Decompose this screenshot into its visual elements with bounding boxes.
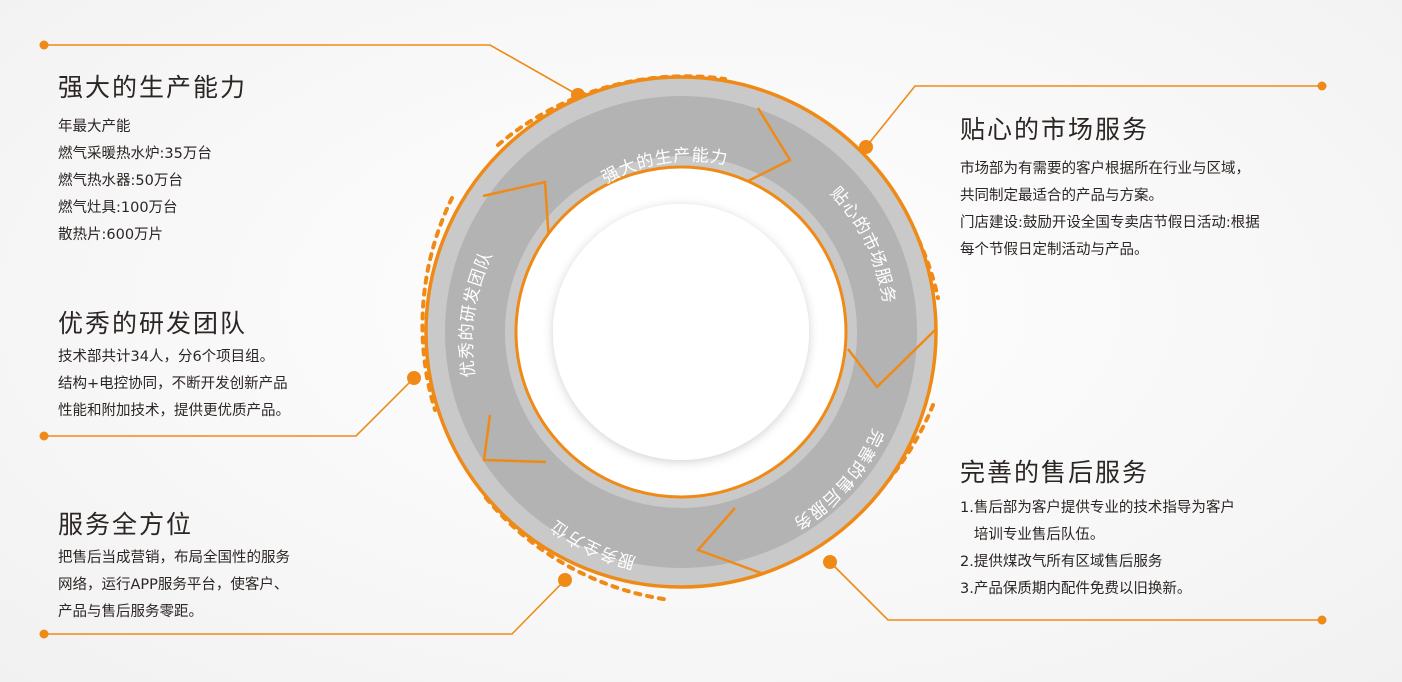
block-title: 服务全方位 [58, 510, 194, 539]
block-line: 结构+电控协同，不断开发创新产品 [58, 376, 288, 392]
block-line: 燃气采暖热水炉:35万台 [58, 146, 212, 162]
block-line: 把售后当成营销，布局全国性的服务 [58, 550, 290, 566]
block-line: 共同制定最适合的产品与方案。 [960, 188, 1163, 204]
block-line: 3.产品保质期内配件免费以旧换新。 [960, 581, 1192, 597]
block-title: 强大的生产能力 [58, 73, 248, 102]
block-title: 完善的售后服务 [960, 458, 1150, 487]
block-line: 每个节假日定制活动与产品。 [960, 242, 1149, 258]
block-line: 燃气热水器:50万台 [58, 173, 183, 189]
block-title: 优秀的研发团队 [58, 309, 248, 338]
block-rnd: 优秀的研发团队 技术部共计34人，分6个项目组。 结构+电控协同，不断开发创新产… [58, 304, 290, 425]
block-title: 贴心的市场服务 [960, 115, 1150, 144]
block-production: 强大的生产能力 年最大产能 燃气采暖热水炉:35万台 燃气热水器:50万台 燃气… [58, 68, 247, 249]
block-line: 2.提供煤改气所有区域售后服务 [960, 554, 1163, 570]
block-market: 贴心的市场服务 市场部为有需要的客户根据所在行业与区域， 共同制定最适合的产品与… [960, 110, 1260, 264]
ring [424, 75, 938, 589]
block-line: 产品与售后服务零距。 [58, 604, 203, 620]
block-line: 培训专业售后队伍。 [960, 527, 1105, 543]
block-line: 年最大产能 [58, 119, 131, 135]
connector-lines [44, 44, 1322, 635]
block-line: 门店建设:鼓励开设全国专卖店节假日活动:根据 [960, 215, 1260, 231]
block-aftersales: 完善的售后服务 1.售后部为客户提供专业的技术指导为客户 培训专业售后队伍。 2… [960, 453, 1235, 603]
block-line: 技术部共计34人，分6个项目组。 [58, 349, 275, 365]
block-line: 性能和附加技术，提供更优质产品。 [58, 403, 290, 419]
block-service: 服务全方位 把售后当成营销，布局全国性的服务 网络，运行APP服务平台，使客户、… [58, 505, 290, 626]
block-line: 网络，运行APP服务平台，使客户、 [58, 577, 289, 593]
block-line: 燃气灶具:100万台 [58, 200, 178, 216]
block-line: 市场部为有需要的客户根据所在行业与区域， [960, 161, 1250, 177]
block-line: 散热片:600万片 [58, 227, 164, 243]
block-line: 1.售后部为客户提供专业的技术指导为客户 [960, 500, 1235, 516]
